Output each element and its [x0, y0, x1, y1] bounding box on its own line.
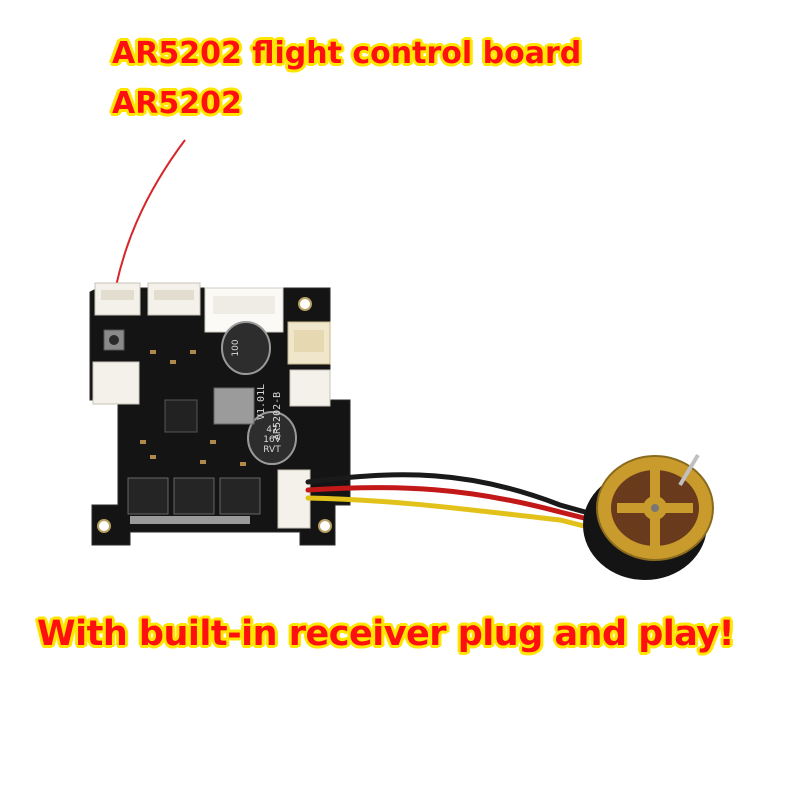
svg-text:100: 100 [231, 339, 241, 356]
inductor [213, 387, 255, 425]
connector-right-upper [287, 321, 331, 365]
caption-tagline: With built-in receiver plug and play! [37, 614, 735, 654]
connector-top-left [94, 282, 141, 316]
mosfet-3 [219, 477, 261, 515]
svg-text:16V: 16V [263, 435, 281, 445]
motor-shaft [678, 453, 700, 487]
brushless-motor [583, 453, 714, 580]
capacitor-100uf: 100 [221, 321, 271, 375]
mosfet-2 [173, 477, 215, 515]
svg-text:47: 47 [266, 425, 277, 435]
caption-model: AR5202 [112, 86, 242, 121]
capacitor-47uf: 47 16V RVT [247, 411, 297, 465]
version-marking: V1.01L [256, 384, 267, 420]
connector-motor [277, 469, 311, 529]
connector-top-power [204, 287, 284, 333]
connector-top-mid [147, 282, 201, 316]
mcu-chip [164, 399, 198, 433]
flight-control-board: 100 47 16V RVT V1.01L AR5202-B [89, 282, 351, 546]
caption-title: AR5202 flight control board [112, 36, 582, 71]
connector-left-mid [92, 361, 140, 405]
antenna-wire [115, 139, 186, 287]
motor-wires [305, 472, 595, 531]
svg-text:RVT: RVT [263, 445, 281, 455]
model-marking: AR5202-B [272, 392, 283, 440]
connector-right-lower [289, 369, 331, 407]
mosfet-1 [127, 477, 169, 515]
